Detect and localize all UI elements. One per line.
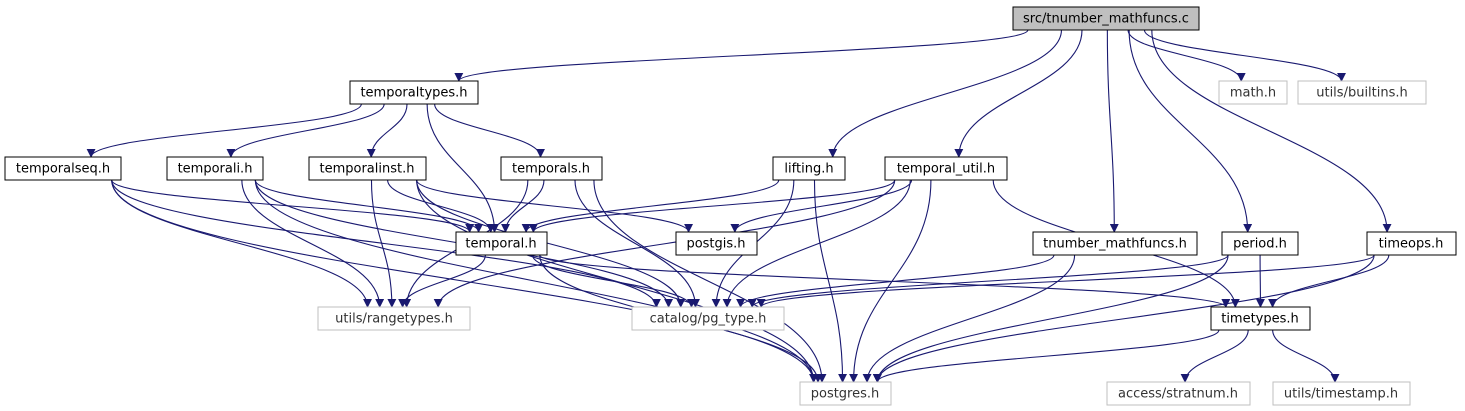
edge-temporalseq-h-to-utils-rangetypes-h <box>111 179 372 308</box>
edge-temporals-h-to-postgres-h <box>593 179 827 383</box>
node-catalog-pg-type-h[interactable]: catalog/pg_type.h <box>631 306 785 331</box>
edge-src-tnumber-mathfuncs-c-to-math-h <box>1127 29 1246 82</box>
node-temporalseq-h[interactable]: temporalseq.h <box>4 156 122 181</box>
node-temporal-h[interactable]: temporal.h <box>455 231 548 256</box>
svg-text:timetypes.h: timetypes.h <box>1221 312 1299 327</box>
edge-timetypes-h-to-postgres-h <box>872 329 1220 383</box>
svg-text:temporalseq.h: temporalseq.h <box>16 162 110 177</box>
edge-temporalinst-h-to-temporal-h <box>387 179 496 233</box>
svg-text:temporal.h: temporal.h <box>465 237 536 252</box>
edge-src-tnumber-mathfuncs-c-to-temporal-util-h <box>954 29 1083 158</box>
node-tnumber-mathfuncs-h[interactable]: tnumber_mathfuncs.h <box>1032 231 1198 256</box>
edge-lifting-h-to-postgres-h <box>813 179 848 383</box>
edge-temporali-h-to-utils-rangetypes-h <box>241 179 385 308</box>
svg-text:temporal_util.h: temporal_util.h <box>897 162 995 177</box>
edge-src-tnumber-mathfuncs-c-to-lifting-h <box>828 29 1062 158</box>
edge-tnumber-mathfuncs-h-to-postgres-h <box>862 254 1076 383</box>
edge-temporali-h-to-postgres-h <box>254 179 819 383</box>
edge-timeops-h-to-timetypes-h <box>1268 254 1390 308</box>
node-temporal-util-h[interactable]: temporal_util.h <box>884 156 1008 181</box>
svg-text:timeops.h: timeops.h <box>1379 237 1444 252</box>
node-period-h[interactable]: period.h <box>1221 231 1299 256</box>
node-postgis-h[interactable]: postgis.h <box>675 231 758 256</box>
edge-temporals-h-to-temporal-h <box>501 179 545 233</box>
svg-text:access/stratnum.h: access/stratnum.h <box>1118 387 1238 402</box>
node-math-h[interactable]: math.h <box>1218 80 1288 105</box>
edge-temporal-util-h-to-catalog-pg-type-h <box>722 179 911 308</box>
svg-text:utils/rangetypes.h: utils/rangetypes.h <box>335 312 453 327</box>
edge-period-h-to-catalog-pg-type-h <box>747 254 1229 308</box>
node-temporali-h[interactable]: temporali.h <box>166 156 264 181</box>
svg-text:temporalinst.h: temporalinst.h <box>320 162 415 177</box>
node-timeops-h[interactable]: timeops.h <box>1366 231 1457 256</box>
node-timetypes-h[interactable]: timetypes.h <box>1210 306 1311 331</box>
node-utils-timestamp-h[interactable]: utils/timestamp.h <box>1272 381 1411 406</box>
svg-text:catalog/pg_type.h: catalog/pg_type.h <box>650 312 767 327</box>
svg-text:temporaltypes.h: temporaltypes.h <box>360 86 467 101</box>
node-postgres-h[interactable]: postgres.h <box>799 381 892 406</box>
edge-temporal-h-to-catalog-pg-type-h <box>531 254 696 308</box>
svg-text:tnumber_mathfuncs.h: tnumber_mathfuncs.h <box>1043 237 1187 252</box>
node-utils-builtins-h[interactable]: utils/builtins.h <box>1297 80 1427 105</box>
edge-temporal-util-h-to-postgis-h <box>730 179 913 233</box>
node-temporaltypes-h[interactable]: temporaltypes.h <box>349 80 479 105</box>
edge-temporaltypes-h-to-temporalinst-h <box>366 103 408 158</box>
edge-timetypes-h-to-access-stratnum-h <box>1180 329 1249 383</box>
edge-src-tnumber-mathfuncs-c-to-utils-builtins-h <box>1143 29 1346 82</box>
edge-tnumber-mathfuncs-h-to-catalog-pg-type-h <box>736 254 1055 308</box>
svg-text:lifting.h: lifting.h <box>784 162 833 177</box>
edge-timeops-h-to-catalog-pg-type-h <box>756 254 1375 308</box>
edge-temporalseq-h-to-catalog-pg-type-h <box>111 179 661 308</box>
edge-temporalinst-h-to-postgis-h <box>416 179 693 233</box>
edge-temporalseq-h-to-temporal-h <box>111 179 475 233</box>
edge-src-tnumber-mathfuncs-c-to-temporaltypes-h <box>454 29 1029 82</box>
edge-temporaltypes-h-to-temporalseq-h <box>86 103 362 158</box>
edge-period-h-to-postgres-h <box>872 254 1229 383</box>
edge-temporaltypes-h-to-temporali-h <box>226 103 385 158</box>
svg-text:period.h: period.h <box>1233 237 1287 252</box>
svg-text:src/tnumber_mathfuncs.c: src/tnumber_mathfuncs.c <box>1023 12 1189 27</box>
edge-src-tnumber-mathfuncs-c-to-period-h <box>1128 29 1253 233</box>
edge-temporal-util-h-to-temporal-h <box>528 179 896 233</box>
edge-temporalinst-h-to-postgres-h <box>416 179 819 383</box>
svg-text:utils/builtins.h: utils/builtins.h <box>1316 86 1408 101</box>
node-src-tnumber-mathfuncs-c[interactable]: src/tnumber_mathfuncs.c <box>1012 6 1200 31</box>
edge-lifting-h-to-temporal-h <box>521 179 780 233</box>
node-lifting-h[interactable]: lifting.h <box>772 156 846 181</box>
edge-timeops-h-to-postgres-h <box>872 254 1375 383</box>
svg-text:utils/timestamp.h: utils/timestamp.h <box>1284 387 1398 402</box>
edge-temporal-h-to-timetypes-h <box>539 254 1231 308</box>
svg-text:postgres.h: postgres.h <box>811 387 880 402</box>
edge-temporalinst-h-to-catalog-pg-type-h <box>416 179 686 308</box>
node-access-stratnum-h[interactable]: access/stratnum.h <box>1106 381 1251 406</box>
node-temporalinst-h[interactable]: temporalinst.h <box>308 156 427 181</box>
svg-text:postgis.h: postgis.h <box>686 237 745 252</box>
node-temporals-h[interactable]: temporals.h <box>500 156 603 181</box>
edges-layer <box>86 29 1392 383</box>
edge-src-tnumber-mathfuncs-c-to-timeops-h <box>1151 29 1392 233</box>
edge-temporalseq-h-to-postgres-h <box>111 179 819 383</box>
edge-src-tnumber-mathfuncs-c-to-tnumber-mathfuncs-h <box>1106 29 1119 233</box>
svg-text:temporali.h: temporali.h <box>178 162 253 177</box>
edge-temporal-h-to-utils-rangetypes-h <box>398 254 486 308</box>
edge-timetypes-h-to-utils-timestamp-h <box>1272 329 1340 383</box>
nodes-layer: src/tnumber_mathfuncs.c temporaltypes.h … <box>4 6 1457 406</box>
edge-temporal-util-h-to-utils-rangetypes-h <box>433 179 896 308</box>
node-utils-rangetypes-h[interactable]: utils/rangetypes.h <box>317 306 471 331</box>
svg-text:math.h: math.h <box>1230 86 1276 101</box>
svg-text:temporals.h: temporals.h <box>512 162 590 177</box>
edge-temporaltypes-h-to-temporals-h <box>434 103 545 158</box>
edge-temporalinst-h-to-utils-rangetypes-h <box>370 179 397 308</box>
edge-temporals-h-to-catalog-pg-type-h <box>574 179 700 308</box>
edge-temporaltypes-h-to-temporal-h <box>426 103 499 233</box>
edge-temporali-h-to-temporal-h <box>254 179 484 233</box>
